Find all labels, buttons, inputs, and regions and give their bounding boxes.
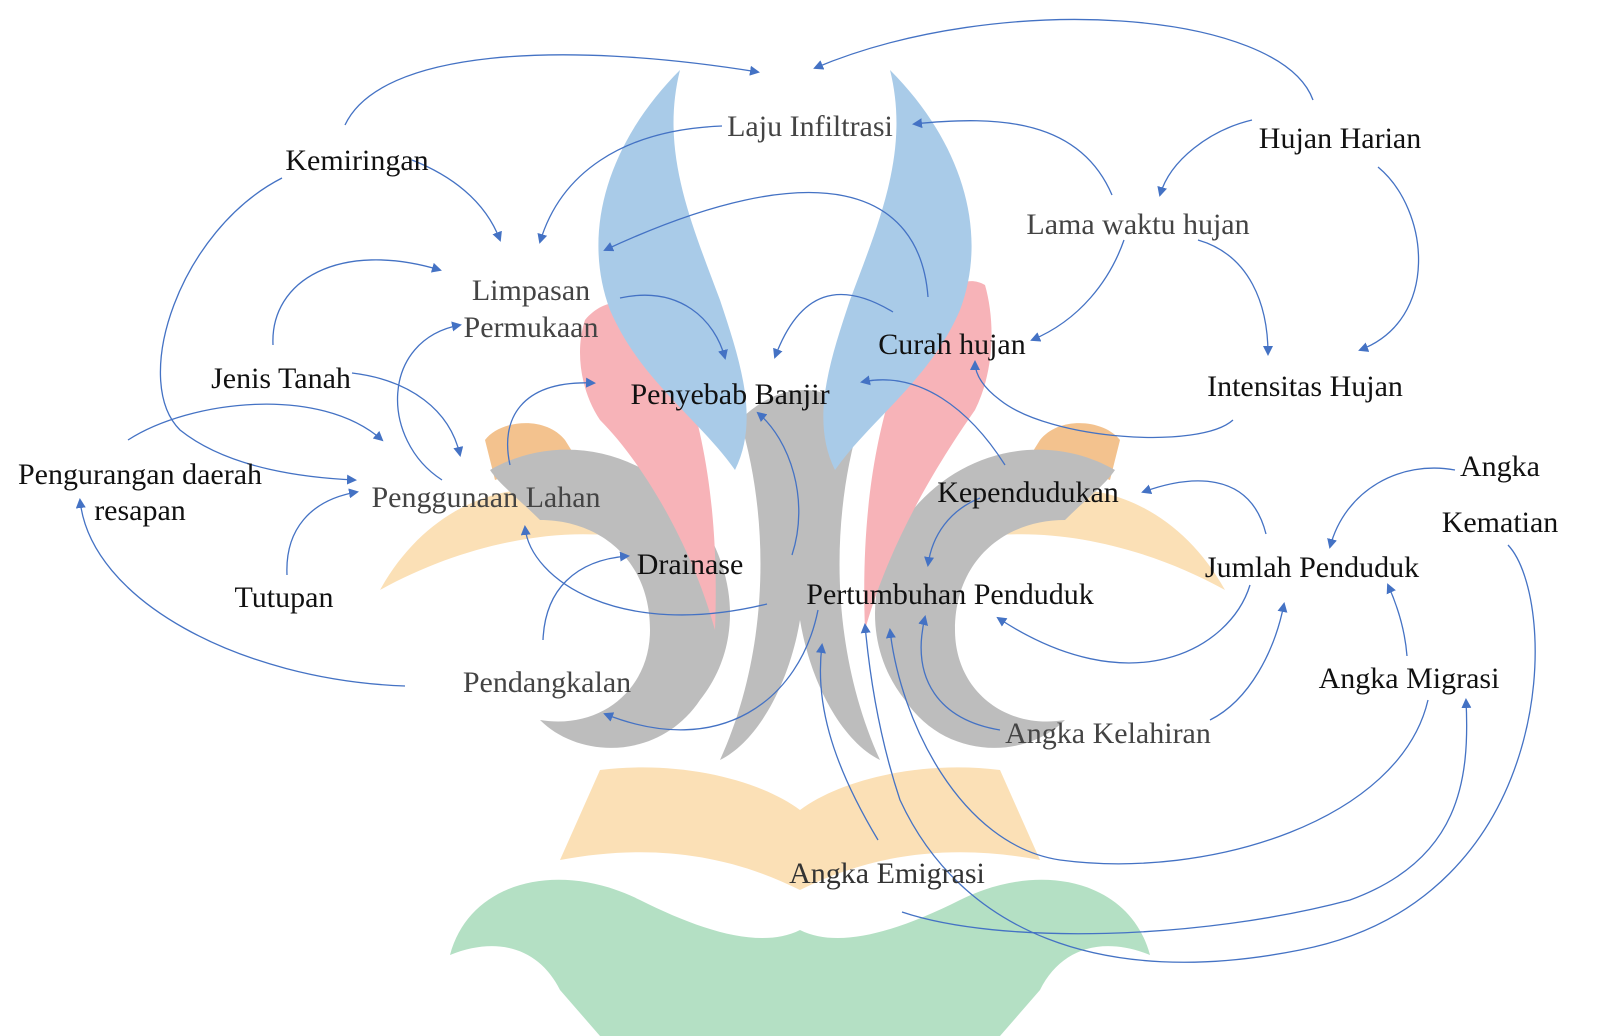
arrow-tutupan-to-penggunaan-lahan [287, 492, 357, 575]
arrow-penggunaan-lahan-to-penyebab-banjir [508, 383, 594, 465]
node-pengurangan-line2: resapan [94, 493, 186, 529]
arrow-curah-hujan-to-limpasan [605, 193, 928, 297]
arrow-lama-waktu-hujan-to-intensitas-hujan [1198, 240, 1268, 354]
node-lama-waktu-hujan: Lama waktu hujan [1026, 207, 1249, 243]
node-angka-kematian-line2: Kematian [1442, 505, 1559, 541]
node-intensitas-hujan: Intensitas Hujan [1207, 369, 1403, 405]
arrow-jenis-tanah-to-penggunaan-lahan [352, 373, 460, 455]
arrow-pertumbuhan-to-pendangkalan [605, 610, 818, 730]
arrow-kemiringan-to-laju-infiltrasi [345, 55, 758, 125]
arrow-angka-kematian-to-jumlah-penduduk [1330, 468, 1455, 547]
node-pengurangan-line1: Pengurangan daerah [18, 457, 262, 493]
node-laju-infiltrasi: Laju Infiltrasi [727, 109, 893, 145]
arrow-hujan-harian-to-lama-waktu-hujan [1160, 120, 1252, 195]
node-limpasan-line1: Limpasan [472, 273, 590, 309]
node-curah-hujan: Curah hujan [878, 327, 1025, 363]
arrow-limpasan-to-penyebab-banjir [620, 295, 725, 358]
arrow-angka-emigrasi-to-pertumbuhan [820, 645, 878, 840]
node-angka-migrasi: Angka Migrasi [1319, 661, 1500, 697]
arrow-kemiringan-to-penggunaan-lahan [160, 178, 355, 480]
node-angka-kematian-line1: Angka [1460, 449, 1540, 485]
node-kemiringan: Kemiringan [285, 143, 428, 179]
arrow-hujan-harian-to-intensitas-hujan [1360, 167, 1419, 350]
arrow-intensitas-hujan-to-curah-hujan [975, 362, 1233, 437]
node-penyebab-banjir: Penyebab Banjir [630, 377, 829, 413]
arrow-drainase-to-penyebab-banjir [758, 413, 799, 555]
node-kependudukan: Kependudukan [937, 475, 1119, 511]
arrow-angka-kelahiran-to-pertumbuhan [921, 617, 1000, 730]
arrow-pendangkalan-to-drainase [543, 556, 628, 640]
arrow-hujan-harian-to-laju-infiltrasi [815, 20, 1313, 100]
arrow-lama-waktu-hujan-to-laju-infiltrasi [914, 121, 1112, 195]
node-hujan-harian: Hujan Harian [1259, 121, 1421, 157]
node-angka-emigrasi: Angka Emigrasi [789, 856, 985, 892]
node-jenis-tanah: Jenis Tanah [211, 361, 351, 397]
node-pertumbuhan-penduduk: Pertumbuhan Penduduk [806, 577, 1093, 613]
node-limpasan-line2: Permukaan [464, 310, 599, 346]
arrow-jumlah-penduduk-to-kependudukan [1143, 481, 1266, 534]
arrow-curah-hujan-to-penyebab-banjir [775, 294, 893, 357]
arrow-lama-waktu-hujan-to-curah-hujan [1032, 240, 1124, 340]
arrow-angka-kelahiran-to-jumlah-penduduk [1210, 604, 1284, 720]
arrow-laju-infiltrasi-to-limpasan [540, 126, 722, 242]
node-drainase: Drainase [637, 547, 744, 583]
arrow-jenis-tanah-to-limpasan [273, 260, 440, 345]
node-pendangkalan: Pendangkalan [463, 665, 631, 701]
node-tutupan: Tutupan [235, 580, 334, 616]
node-penggunaan-lahan: Penggunaan Lahan [371, 480, 600, 516]
arrow-kependudukan-to-penyebab-banjir [862, 380, 1005, 465]
arrow-angka-migrasi-to-jumlah-penduduk [1388, 585, 1407, 656]
node-jumlah-penduduk: Jumlah Penduduk [1205, 550, 1419, 586]
node-angka-kelahiran: Angka Kelahiran [1005, 716, 1211, 752]
arrow-penggunaan-lahan-to-limpasan [398, 325, 460, 480]
